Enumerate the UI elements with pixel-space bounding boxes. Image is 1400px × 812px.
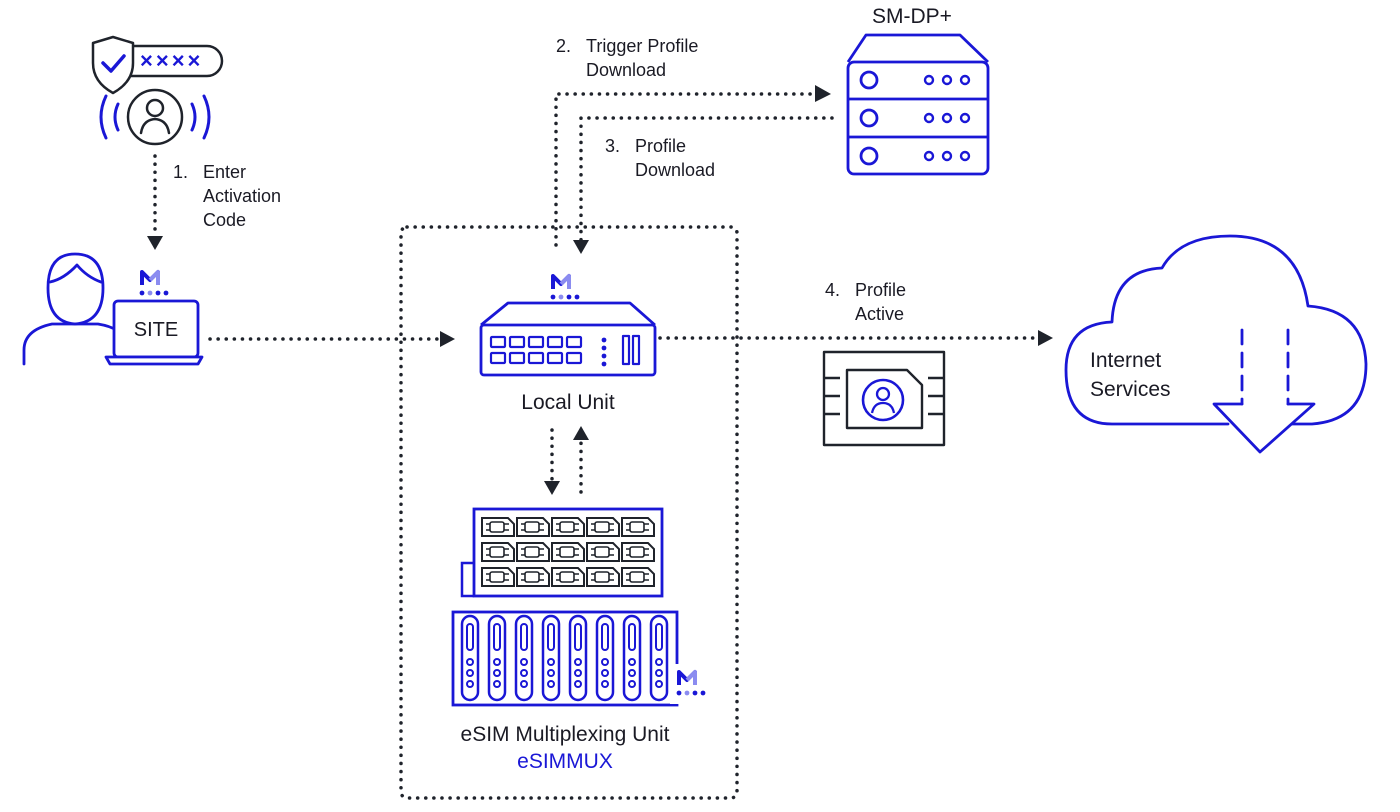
arrow-user-to-site [147,236,163,250]
local-unit-logo-icon [548,274,582,302]
user-head-circle [126,88,184,146]
local-unit-label: Local Unit [521,391,615,414]
network-switch-icon [479,301,657,377]
connectors [153,92,1040,800]
step-1-label: 1.Enter Activation Code [173,162,282,230]
check-icon [101,54,126,73]
password-mask: ×××× [140,48,204,73]
cloud-download-icon [1064,234,1368,454]
step-4-label: 4.Profile Active [825,280,907,324]
arrow-site-to-local [440,331,455,347]
arrow-local-to-internet [1038,330,1053,346]
step-2-label: 2.Trigger Profile Download [556,36,699,80]
site-logo-icon [137,270,171,298]
connector-trigger-download [554,92,816,247]
person-body [22,322,118,366]
arrow-mux-to-local [573,426,589,440]
arrow-local-to-mux [544,481,560,495]
internet-services-label: Internet Services [1090,349,1171,401]
esim-mux-label: eSIM Multiplexing Unit [460,723,670,746]
esim-mux-sublabel: eSIMMUX [517,750,613,773]
local-site-boundary [399,225,739,800]
download-arrow [1212,402,1316,454]
sim-card-rack-icon [451,507,708,707]
arrow-trigger-download [815,85,831,102]
laptop-base [104,355,204,366]
server-rack-icon [846,33,990,176]
shield-icon [91,35,135,95]
connector-profile-download [579,116,834,242]
person-head [46,252,105,326]
signal-waves-icon [99,94,211,140]
esim-profile-card-icon [822,350,946,447]
sm-dp-title: SM-DP+ [872,5,952,28]
arrowheads [147,85,1053,495]
step-3-label: 3.Profile Download [605,136,716,180]
arrow-profile-download [573,240,589,254]
sim-chip-grid [481,517,655,587]
person-with-laptop-icon [22,252,204,366]
site-label: SITE [133,319,179,341]
shield-check-password-user-icon [91,35,224,146]
